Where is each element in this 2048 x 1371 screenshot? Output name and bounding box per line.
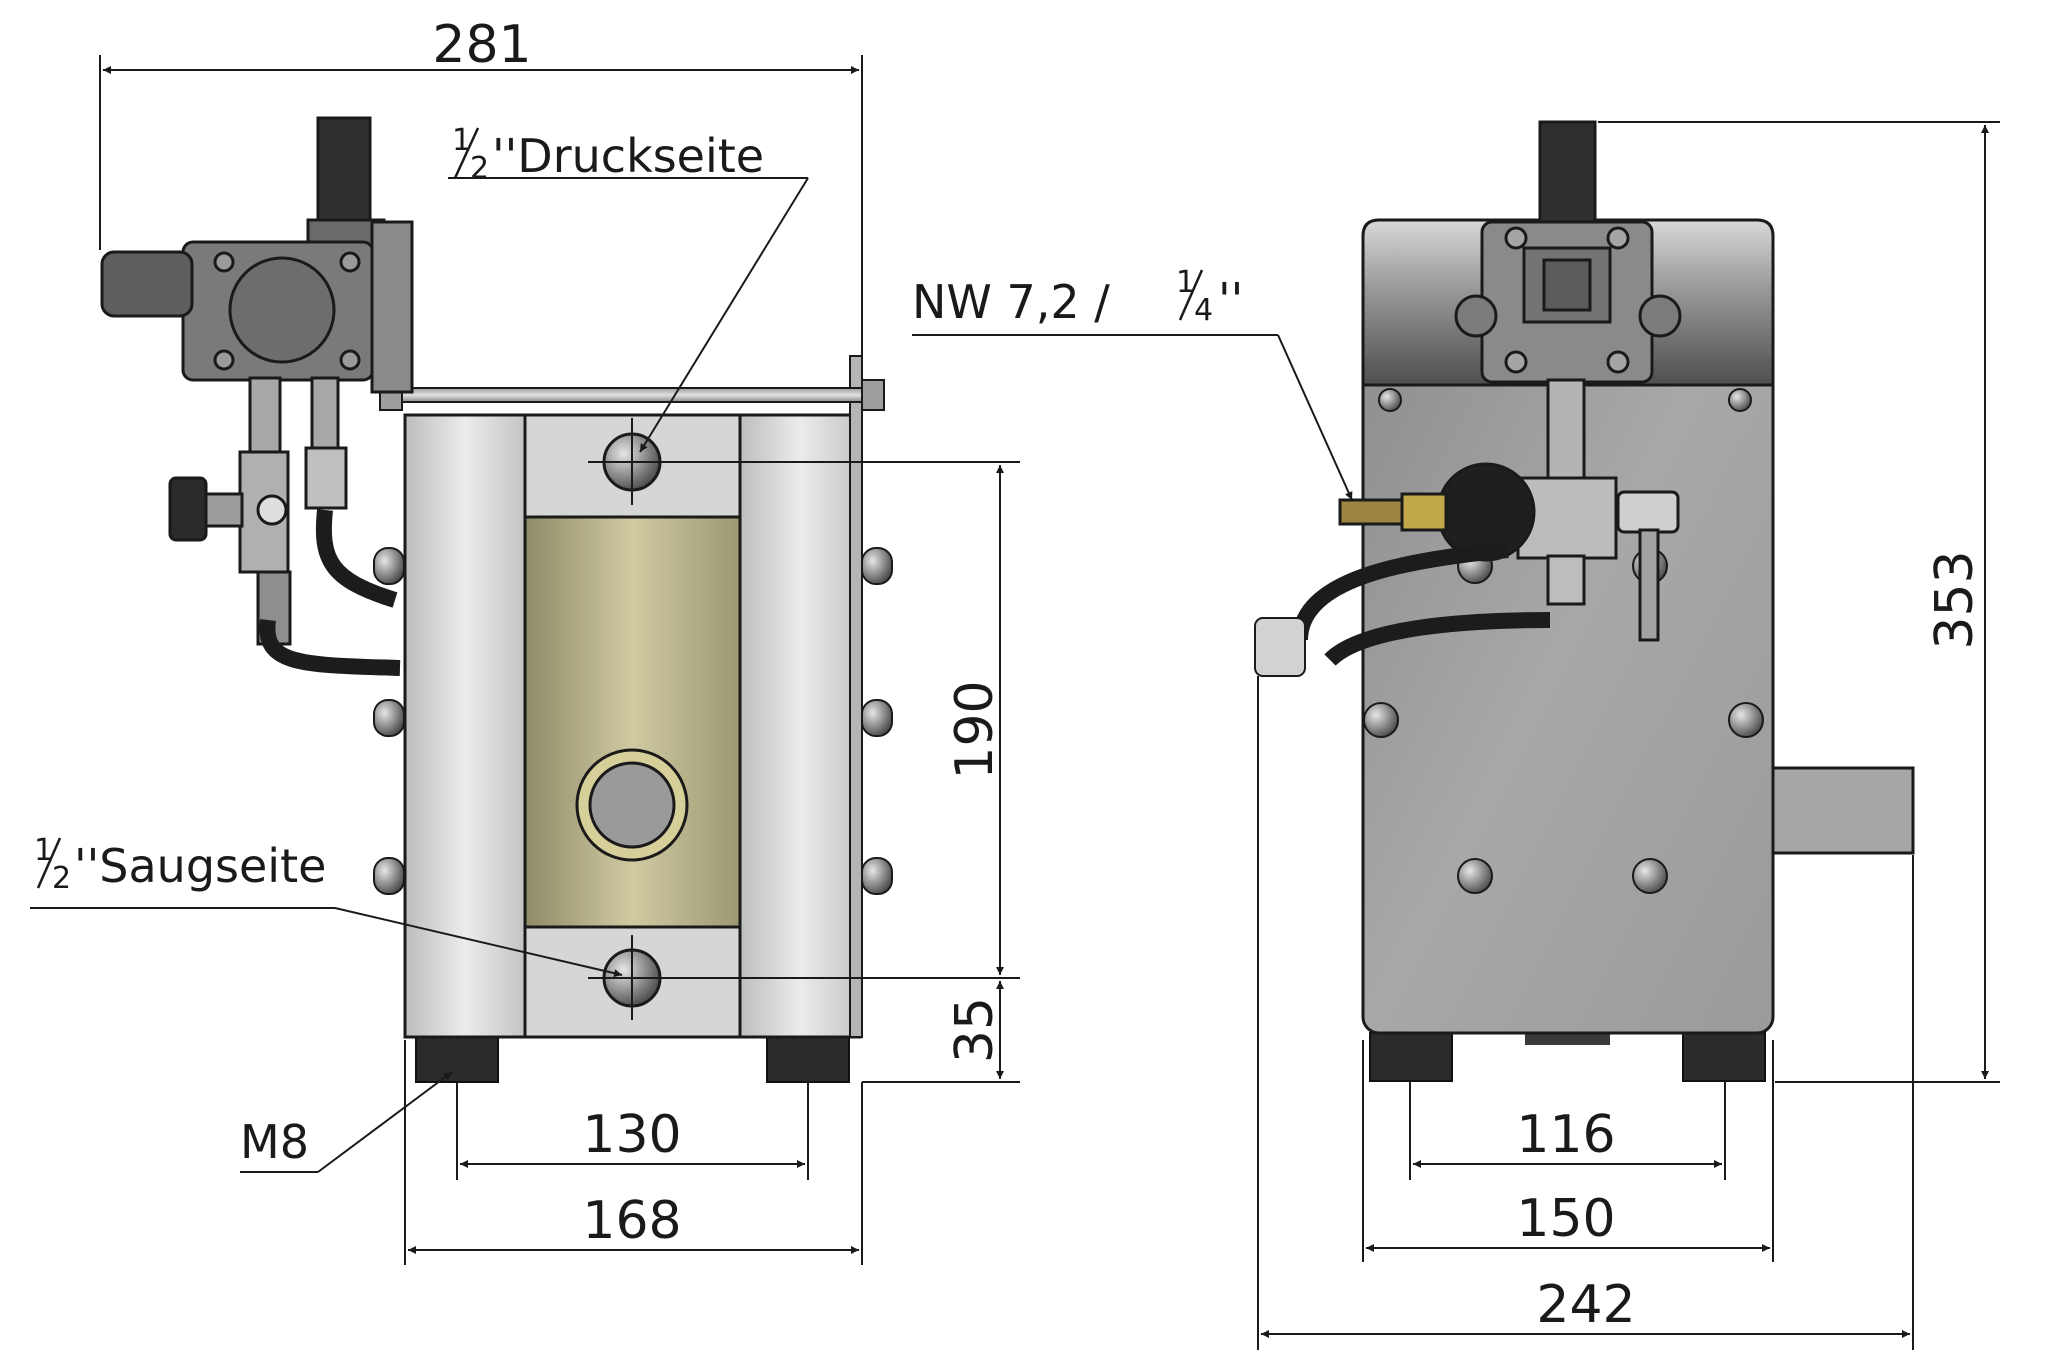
port-center-marks [588,418,676,1020]
leader-discharge [639,177,809,453]
dim-150: 150 [1516,1189,1615,1249]
air-valve-assembly [100,116,414,646]
front-right-foot [766,1036,850,1083]
side-hose-fitting [1254,617,1306,677]
side-outlet-pipe [1771,766,1915,855]
front-hose-upper [315,509,398,608]
dim-190: 190 [945,680,1005,779]
tie-rod [394,387,874,403]
suction-label: 1 2 ''Saugseite [34,833,326,896]
discharge-fraction-den: 2 [470,151,489,186]
suction-text: ''Saugseite [74,839,326,893]
suction-fraction-num: 1 [34,833,53,868]
air-connection-label: NW 7,2 / 1 4 '' [912,265,1243,329]
diaphragm-window [588,761,676,849]
front-end-plate [849,355,863,1038]
dim-242: 242 [1536,1275,1635,1335]
side-view [1254,120,1915,1082]
diaphragm-chamber [523,515,742,929]
side-hose-upper [1292,542,1509,641]
dim-35: 35 [945,997,1005,1063]
dim-353: 353 [1925,550,1985,649]
discharge-text: ''Druckseite [492,129,764,183]
front-left-housing [403,413,527,1039]
side-left-foot [1369,1032,1453,1082]
suction-fraction-den: 2 [52,861,71,896]
front-hose-lower [259,618,401,676]
dim-130: 130 [582,1105,681,1165]
dim-168: 168 [582,1191,681,1251]
side-hose-lower [1324,612,1551,667]
air-fraction-suffix: '' [1218,273,1243,327]
tie-rod-nut-right [861,379,885,411]
side-valve [1338,120,1682,642]
leader-air [1277,334,1353,501]
front-view [100,116,893,1083]
discharge-fraction-num: 1 [452,123,471,158]
discharge-label: 1 2 ''Druckseite [452,123,764,186]
air-fraction-den: 4 [1194,293,1213,328]
front-right-housing [738,413,862,1039]
dim-281: 281 [432,15,531,75]
side-right-foot [1682,1032,1766,1082]
m8-label: M8 [240,1115,309,1169]
leader-m8 [317,1071,453,1173]
side-center-block [1525,1033,1610,1045]
air-fraction-num: 1 [1176,265,1195,300]
side-dimension-lines [912,121,2000,1350]
front-left-foot [415,1036,499,1083]
front-bolts [373,547,893,895]
leader-suction [334,907,623,978]
dim-116: 116 [1516,1105,1615,1165]
front-dimension-lines [30,55,1020,1265]
air-connection-prefix: NW 7,2 / [912,275,1124,329]
